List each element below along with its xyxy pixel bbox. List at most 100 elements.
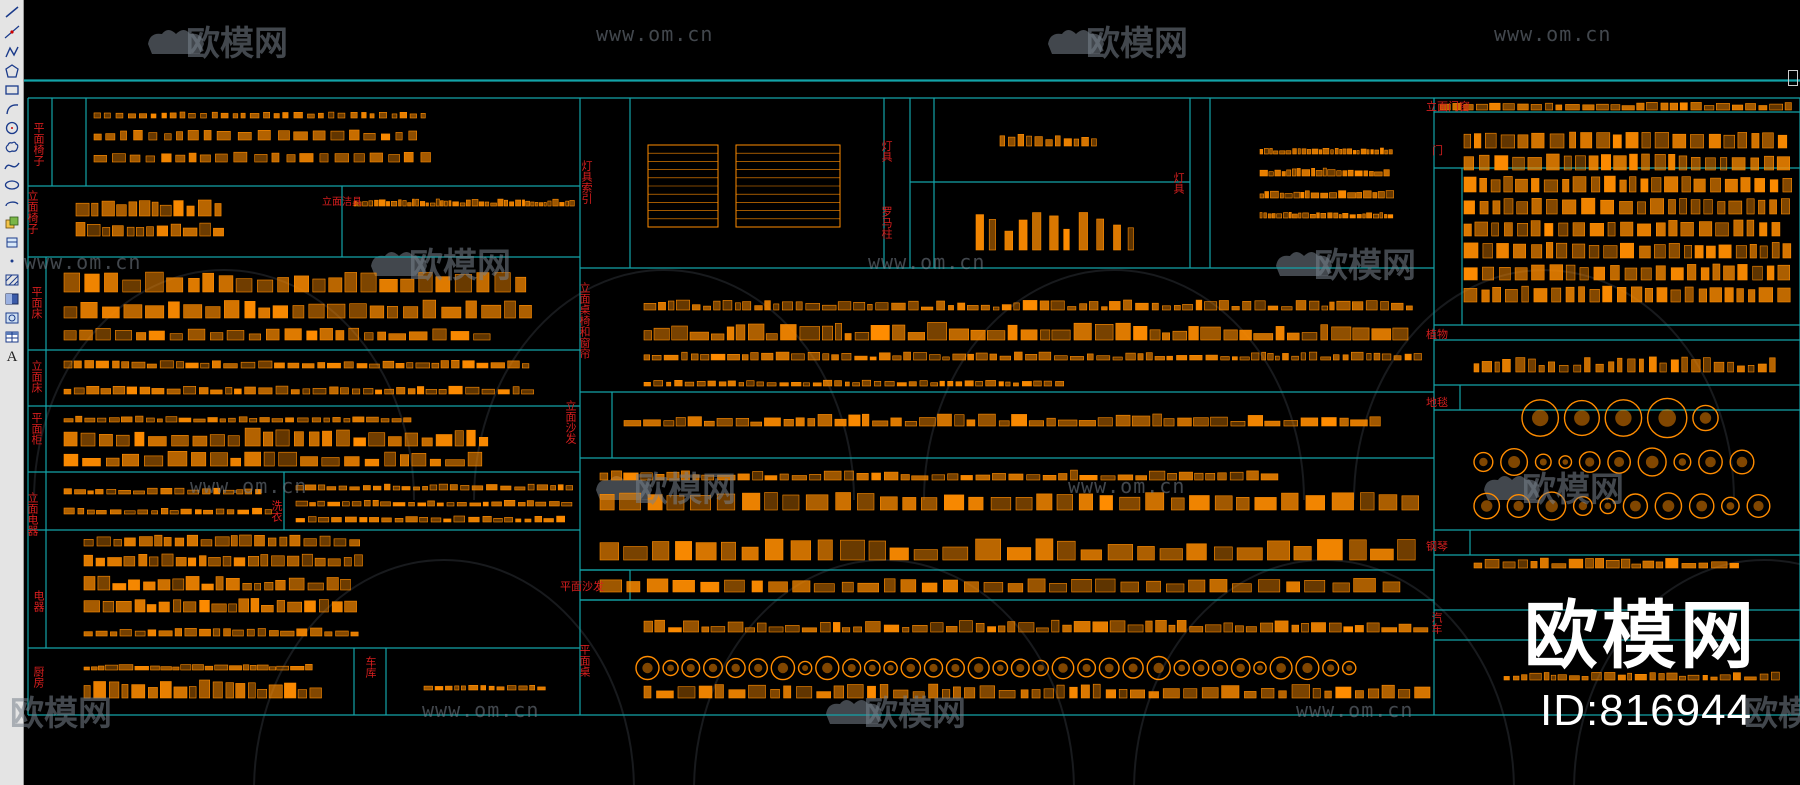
cad-block-symbol — [1492, 200, 1501, 215]
region-icon[interactable] — [2, 310, 22, 326]
cad-block-symbol — [116, 434, 130, 447]
cad-block-symbol — [1335, 686, 1352, 699]
cad-block-symbol — [530, 201, 535, 207]
cad-block-symbol — [388, 333, 406, 341]
cad-block-symbol — [119, 629, 132, 637]
cad-block-symbol — [1620, 242, 1635, 259]
cad-block-symbol — [912, 691, 925, 699]
cad-block-symbol — [408, 331, 428, 341]
cad-block-symbol — [1784, 102, 1792, 111]
cad-block-symbol — [95, 630, 108, 637]
cad-block-symbol — [619, 492, 641, 511]
cad-block-symbol — [883, 624, 900, 633]
table-icon[interactable] — [2, 329, 22, 345]
cad-block-symbol — [955, 381, 963, 387]
cad-block-symbol — [1193, 417, 1209, 427]
cad-block-symbol — [1528, 358, 1536, 373]
arc-icon[interactable] — [2, 101, 22, 117]
cad-block-symbol — [454, 274, 472, 293]
cad-block-symbol — [159, 204, 172, 217]
cad-round-symbol — [997, 664, 1004, 672]
cad-block-symbol — [440, 200, 444, 207]
cad-block-symbol — [1300, 192, 1305, 199]
cad-block-symbol — [490, 202, 497, 207]
insert-block-icon[interactable] — [2, 215, 22, 231]
cad-block-symbol — [539, 202, 544, 207]
cad-block-symbol — [1246, 470, 1259, 481]
construction-line-icon[interactable] — [2, 24, 22, 40]
cad-block-symbol — [432, 328, 447, 341]
cad-block-symbol — [353, 153, 365, 163]
cad-block-symbol — [1329, 301, 1335, 311]
cad-block-symbol — [1073, 138, 1079, 147]
cad-block-symbol — [1338, 214, 1342, 219]
cad-block-symbol — [1538, 365, 1545, 373]
cad-round-symbol — [815, 655, 840, 681]
viewport-corner-handle[interactable] — [1788, 70, 1798, 86]
cad-block-symbol — [1070, 356, 1084, 361]
cad-block-symbol — [848, 414, 861, 427]
cad-block-symbol — [335, 630, 349, 637]
cad-block-symbol — [388, 436, 402, 447]
revision-cloud-icon[interactable] — [2, 139, 22, 155]
cad-block-symbol — [900, 474, 910, 481]
point-icon[interactable] — [2, 253, 22, 269]
multiline-text-icon[interactable]: A — [6, 348, 18, 365]
cad-block-symbol — [351, 388, 361, 395]
cad-block-symbol — [330, 130, 345, 141]
cad-round-symbol — [1500, 448, 1529, 477]
cad-round-symbol — [868, 664, 876, 672]
cad-block-symbol — [1283, 212, 1289, 219]
cad-block-symbol — [195, 509, 202, 515]
hatch-icon[interactable] — [2, 272, 22, 288]
polygon-icon[interactable] — [2, 63, 22, 79]
cad-block-symbol — [1569, 675, 1580, 681]
cad-block-symbol — [83, 631, 93, 637]
cad-block-symbol — [1572, 222, 1585, 237]
cad-block-symbol — [198, 199, 212, 217]
cad-block-symbol — [1595, 558, 1605, 569]
cad-block-symbol — [1439, 103, 1451, 111]
cad-block-symbol — [139, 386, 151, 395]
drawing-canvas[interactable]: 欧模网 www.om.cn 欧模网 www.om.cn 欧模网 www.om.c… — [10, 0, 1800, 785]
cad-block-symbol — [115, 330, 132, 341]
cad-block-symbol — [1051, 619, 1060, 633]
line-icon[interactable] — [2, 4, 22, 20]
cad-block-symbol — [1007, 324, 1018, 341]
cad-block-symbol — [919, 380, 928, 387]
cad-block-symbol — [223, 489, 235, 495]
cad-round-symbol — [1614, 457, 1625, 467]
make-block-icon[interactable] — [2, 234, 22, 250]
cad-block-symbol — [1096, 218, 1104, 251]
cad-block-symbol — [503, 499, 516, 507]
cad-block-symbol — [1305, 190, 1310, 199]
cad-block-symbol — [1655, 561, 1664, 569]
cad-round-symbol — [1726, 502, 1735, 510]
cad-block-symbol — [135, 415, 144, 423]
cad-block-symbol — [1239, 329, 1252, 341]
cad-block-symbol — [1239, 356, 1250, 361]
circle-icon[interactable] — [2, 120, 22, 136]
cad-block-symbol — [1279, 192, 1284, 199]
cad-block-symbol — [1649, 672, 1656, 681]
cad-block-symbol — [139, 200, 151, 217]
ellipse-arc-icon[interactable] — [2, 196, 22, 212]
cad-block-symbol — [326, 303, 346, 319]
ellipse-icon[interactable] — [2, 177, 22, 193]
cad-block-symbol — [308, 303, 325, 319]
cad-block-symbol — [770, 688, 780, 699]
cad-round-symbol — [731, 663, 740, 673]
cad-block-symbol — [1640, 178, 1649, 193]
cad-block-symbol — [1562, 199, 1577, 215]
cad-block-symbol — [1079, 303, 1088, 311]
cad-block-symbol — [930, 622, 944, 633]
cad-block-symbol — [160, 681, 172, 699]
rectangle-icon[interactable] — [2, 82, 22, 98]
gradient-icon[interactable] — [2, 291, 22, 307]
cad-block-symbol — [813, 583, 835, 593]
spline-icon[interactable] — [2, 158, 22, 174]
polyline-icon[interactable] — [2, 44, 22, 60]
cad-block-symbol — [319, 535, 331, 547]
cad-block-symbol — [169, 333, 183, 341]
cad-block-symbol — [611, 470, 622, 481]
